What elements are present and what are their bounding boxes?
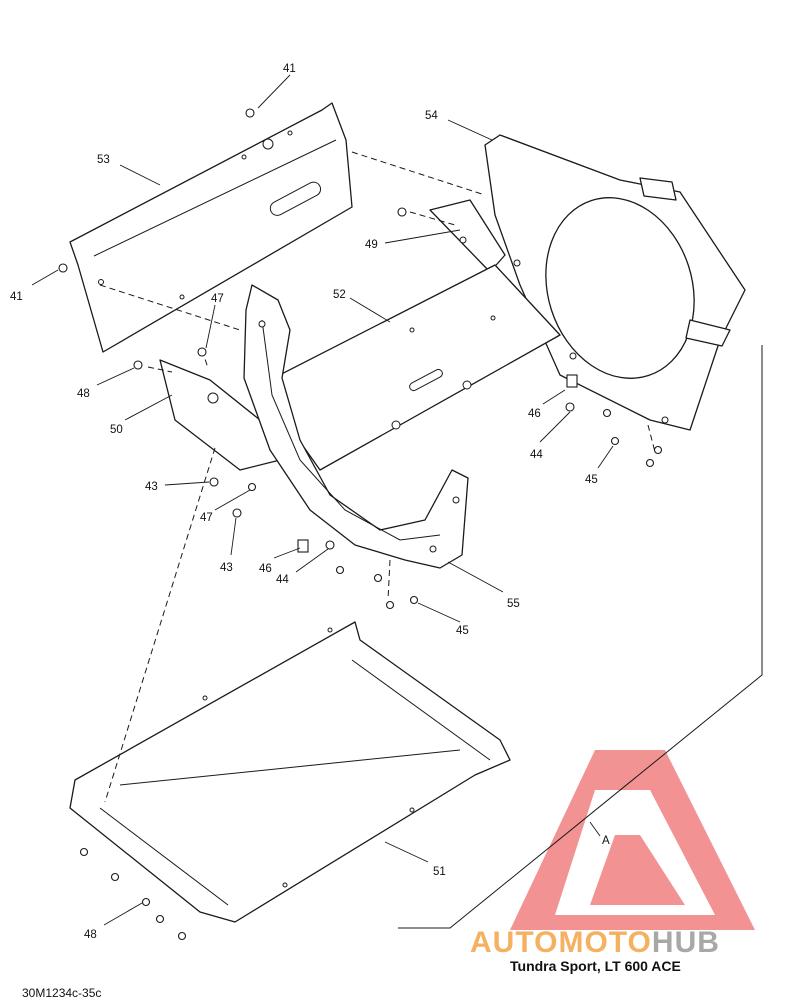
callout-45-right: 45 xyxy=(585,474,598,486)
nut-48d xyxy=(141,897,151,907)
callout-45-bottom: 45 xyxy=(456,625,469,637)
nut-48f xyxy=(177,931,187,941)
callout-47-top: 47 xyxy=(211,293,224,305)
washer-44a xyxy=(565,402,575,412)
nut-45e xyxy=(335,565,345,575)
watermark-moto: MOTO xyxy=(558,926,651,959)
leader-lines xyxy=(31,74,614,926)
callout-48-bottom: 48 xyxy=(84,929,97,941)
callout-41-top: 41 xyxy=(283,63,296,75)
panel-53 xyxy=(69,102,353,353)
svg-text:AUTOMOTOHUB: AUTOMOTOHUB xyxy=(470,926,720,959)
nut-45h xyxy=(409,595,419,605)
brace-49 xyxy=(429,199,506,273)
callout-51: 51 xyxy=(433,866,446,878)
nut-47a xyxy=(197,347,207,357)
nut-45f xyxy=(373,573,383,583)
spacer-46a xyxy=(566,374,578,388)
nut-48c xyxy=(110,872,120,882)
drawing-code: 30M1234c-35c xyxy=(22,986,102,1000)
nut-48a xyxy=(133,360,143,370)
nut-45b xyxy=(610,436,620,446)
callout-50: 50 xyxy=(110,424,123,436)
skid-plate-51 xyxy=(69,621,511,923)
nut-43a xyxy=(209,477,219,487)
callout-44-right: 44 xyxy=(530,449,543,461)
washer-44b xyxy=(325,540,335,550)
nut-45a xyxy=(602,408,612,418)
callout-43-top: 43 xyxy=(145,481,158,493)
watermark-hub: HUB xyxy=(652,926,720,959)
plate-52 xyxy=(259,264,561,471)
callout-53: 53 xyxy=(97,154,110,166)
watermark-auto: AUTO xyxy=(470,926,558,959)
callout-46-right: 46 xyxy=(528,408,541,420)
callout-52: 52 xyxy=(333,289,346,301)
watermark-text: AUTOMOTOHUB xyxy=(470,926,720,959)
callout-46-left: 46 xyxy=(259,563,272,575)
model-caption: Tundra Sport, LT 600 ACE xyxy=(510,958,681,974)
callout-labels: 41 53 41 54 49 52 47 48 50 46 44 45 43 4… xyxy=(10,63,610,941)
spacer-46b xyxy=(297,539,309,553)
bolt-41a xyxy=(245,108,255,118)
section-a-lines xyxy=(398,345,763,929)
frame-55 xyxy=(243,284,469,569)
callout-48-top: 48 xyxy=(77,388,90,400)
nut-45d xyxy=(645,458,655,468)
nut-43b xyxy=(232,508,242,518)
hardware xyxy=(58,108,663,941)
nut-45g xyxy=(385,600,395,610)
callout-55: 55 xyxy=(507,598,520,610)
nut-47b xyxy=(247,482,257,492)
callout-43-bottom: 43 xyxy=(220,562,233,574)
callout-47-mid: 47 xyxy=(200,512,213,524)
nut-48b xyxy=(79,847,89,857)
watermark-logo xyxy=(510,750,755,930)
section-label-a: A xyxy=(602,835,610,847)
nut-48e xyxy=(155,914,165,924)
callout-41-left: 41 xyxy=(10,291,23,303)
callout-44-left: 44 xyxy=(276,574,289,586)
callout-49: 49 xyxy=(365,239,378,251)
nut-49 xyxy=(397,207,407,217)
bolt-41b xyxy=(58,263,68,273)
callout-54: 54 xyxy=(425,110,438,122)
frame-54 xyxy=(484,134,746,431)
nut-45c xyxy=(653,445,663,455)
